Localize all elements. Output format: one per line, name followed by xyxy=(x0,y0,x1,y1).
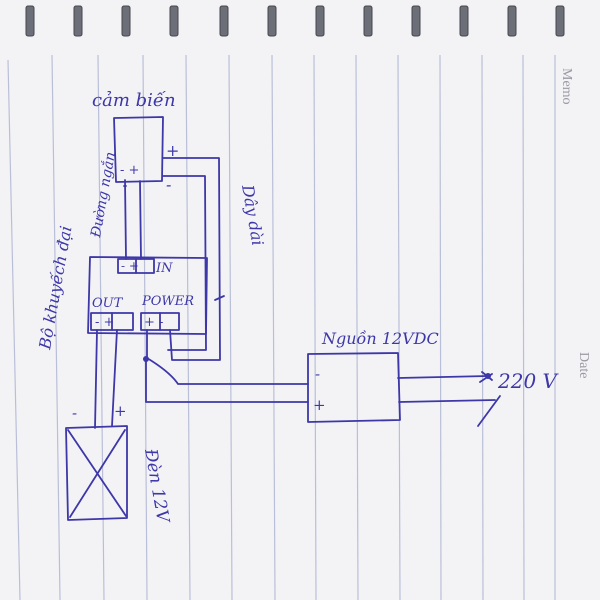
long-wire-minus xyxy=(162,175,207,351)
mains-wire-top xyxy=(397,375,489,379)
lamp-wire-2 xyxy=(111,329,118,427)
date-label: Date xyxy=(576,352,591,378)
lamp-label: Đèn 12V xyxy=(140,446,173,525)
in-terminals-label: - + xyxy=(121,259,139,273)
memo-label: Memo xyxy=(559,68,574,105)
power-supply-label: Nguồn 12VDC xyxy=(321,329,439,348)
ruled-lines xyxy=(7,54,556,600)
signal-wire-2 xyxy=(139,180,142,260)
sensor-minus-label: - xyxy=(166,175,171,194)
supply-minus-label: - xyxy=(315,365,320,383)
lamp-box xyxy=(65,425,128,521)
power-supply-box xyxy=(307,352,401,423)
signal-wire-label: Đường ngắn xyxy=(86,150,119,239)
supply-plus-label: + xyxy=(313,396,326,414)
power-terminals-label: + - xyxy=(144,315,163,330)
mains-label: 220 V xyxy=(497,369,560,393)
signal-wire-1 xyxy=(124,179,127,260)
sensor-box xyxy=(113,116,164,183)
controller-label: Bộ khuyếch đại xyxy=(35,224,76,351)
lamp-minus-label: - xyxy=(72,404,77,422)
power-label: POWER xyxy=(141,294,194,309)
sensor-label: cảm biến xyxy=(92,90,176,111)
sensor-plus-label: + xyxy=(166,141,179,160)
long-wire-label: Dây dài xyxy=(238,182,268,247)
mains-wire-bottom xyxy=(398,399,496,403)
supply-plus-wire xyxy=(145,359,309,403)
lamp-wire-1 xyxy=(94,329,98,429)
sensor-terminals-label: - + xyxy=(120,163,139,178)
lamp-plus-label: + xyxy=(114,402,127,420)
spiral-binding xyxy=(25,5,565,37)
out-terminals-label: - + xyxy=(95,315,114,330)
in-label: IN xyxy=(155,261,173,276)
out-label: OUT xyxy=(92,296,124,311)
